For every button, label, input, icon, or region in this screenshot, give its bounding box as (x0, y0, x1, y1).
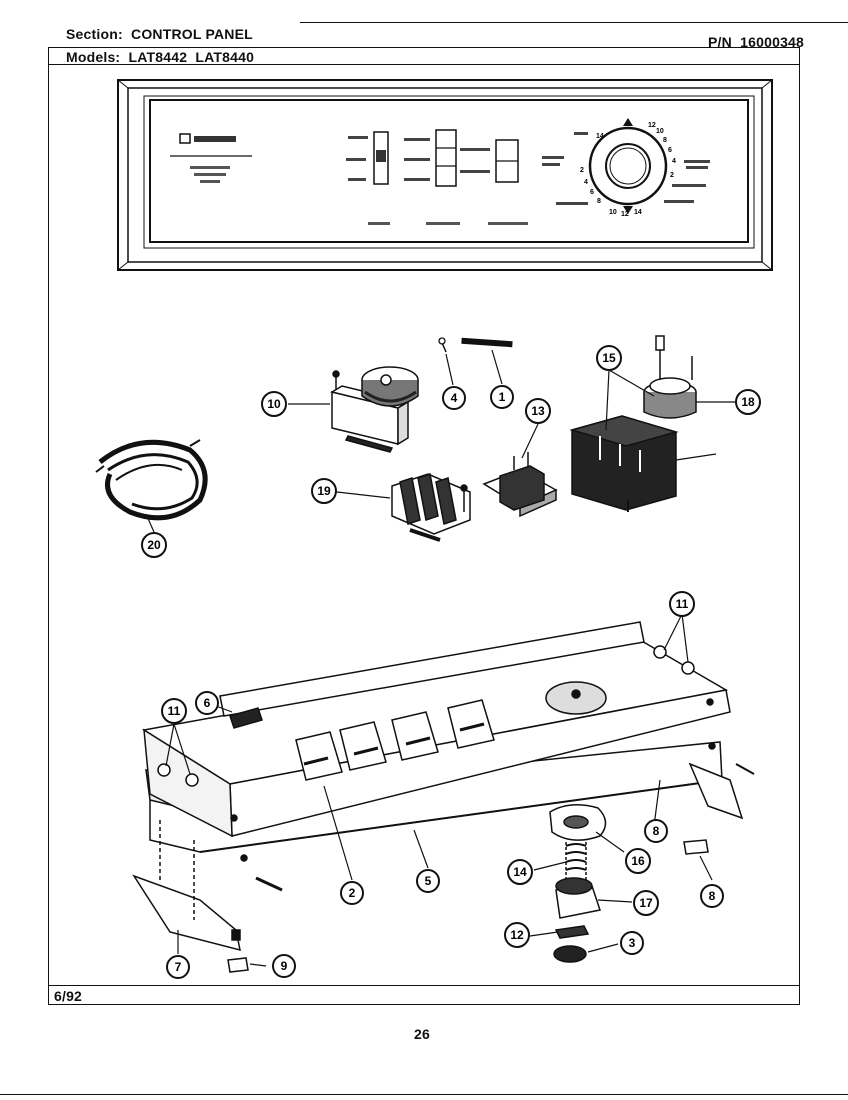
callout-19: 19 (311, 478, 337, 504)
svg-text:16: 16 (631, 854, 645, 868)
part-number-value: 16000348 (740, 34, 805, 50)
part-number: P/N 16000348 (708, 34, 805, 50)
svg-text:17: 17 (639, 896, 653, 910)
diagram-frame (48, 47, 800, 1005)
dial-number: 14 (634, 209, 642, 216)
timer-motor-part (330, 366, 419, 453)
callout-10: 10 (261, 391, 287, 417)
callout-16: 16 (625, 848, 651, 874)
svg-text:20: 20 (147, 538, 161, 552)
svg-text:5: 5 (425, 874, 432, 888)
panel-logo (170, 133, 252, 183)
dial-number: 10 (656, 128, 664, 135)
section-label: Section: CONTROL PANEL (66, 26, 253, 42)
header-rule-top (300, 22, 848, 23)
callout-5: 5 (416, 869, 440, 893)
svg-text:11: 11 (676, 597, 689, 611)
callout-20: 20 (141, 532, 167, 558)
dial-number: 8 (597, 198, 601, 205)
callout-2: 2 (340, 881, 364, 905)
dial-number: 8 (663, 137, 667, 144)
callout-8: 8 (644, 819, 668, 843)
callout-leaders (145, 349, 736, 967)
dial-number: 10 (609, 209, 617, 216)
svg-text:7: 7 (175, 960, 182, 974)
dial-number: 12 (648, 122, 656, 129)
svg-text:3: 3 (629, 936, 636, 950)
svg-text:8: 8 (709, 889, 716, 903)
revision-date: 6/92 (54, 988, 83, 1004)
section-value: CONTROL PANEL (131, 26, 253, 42)
console-panel (117, 79, 773, 271)
callout-6: 6 (195, 691, 219, 715)
dial-number: 4 (672, 158, 676, 165)
callout-markers: 1 2 3 4 5 6 7 8 8 9 10 11 11 12 13 14 15… (141, 345, 761, 979)
svg-text:14: 14 (513, 865, 527, 879)
dial-number: 4 (584, 179, 588, 186)
callout-13: 13 (525, 398, 551, 424)
cycle-speed-buttons (460, 139, 564, 225)
svg-text:10: 10 (267, 397, 281, 411)
knob-stack-parts (227, 804, 709, 973)
callout-7: 7 (166, 955, 190, 979)
switch-assembly-part (569, 335, 717, 512)
callout-14: 14 (507, 859, 533, 885)
dial-number: 6 (668, 147, 672, 154)
models-label: Models: LAT8442 LAT8440 (66, 49, 255, 65)
callout-18: 18 (735, 389, 761, 415)
callout-11: 11 (669, 591, 695, 617)
callout-1: 1 (490, 385, 514, 409)
callout-11: 11 (161, 698, 187, 724)
dial-number: 2 (670, 172, 674, 179)
svg-text:1: 1 (499, 390, 506, 404)
load-size-selector (346, 131, 390, 225)
selector-switch-part (391, 473, 471, 542)
page-bottom-rule (0, 1094, 848, 1095)
relay-part (482, 452, 558, 518)
wire-harness-part (95, 439, 208, 521)
callout-15: 15 (596, 345, 622, 371)
svg-text:12: 12 (510, 928, 524, 942)
dial-number: 14 (596, 133, 604, 140)
svg-text:13: 13 (531, 404, 545, 418)
footer-rule (48, 985, 800, 986)
dial-number: 6 (590, 189, 594, 196)
svg-text:6: 6 (204, 696, 211, 710)
svg-text:15: 15 (602, 351, 616, 365)
page-number: 26 (414, 1026, 430, 1042)
dial-number: 12 (621, 211, 629, 218)
temperature-buttons (404, 129, 460, 225)
timer-dial: 14 12 10 8 6 4 2 2 4 6 8 10 12 14 (556, 118, 710, 218)
callout-8: 8 (700, 884, 724, 908)
model-1: LAT8442 (128, 49, 188, 65)
svg-text:4: 4 (451, 391, 458, 405)
dial-number: 2 (580, 167, 584, 174)
models-rule (48, 64, 800, 65)
panel-chassis (132, 621, 755, 952)
svg-text:11: 11 (168, 704, 181, 718)
svg-text:18: 18 (741, 395, 755, 409)
clip-and-strip-parts (438, 337, 513, 353)
callout-17: 17 (633, 890, 659, 916)
svg-text:2: 2 (349, 886, 356, 900)
svg-text:9: 9 (281, 959, 288, 973)
callout-3: 3 (620, 931, 644, 955)
svg-text:8: 8 (653, 824, 660, 838)
callout-4: 4 (442, 386, 466, 410)
callout-12: 12 (504, 922, 530, 948)
model-2: LAT8440 (195, 49, 255, 65)
svg-text:19: 19 (317, 484, 331, 498)
callout-9: 9 (272, 954, 296, 978)
